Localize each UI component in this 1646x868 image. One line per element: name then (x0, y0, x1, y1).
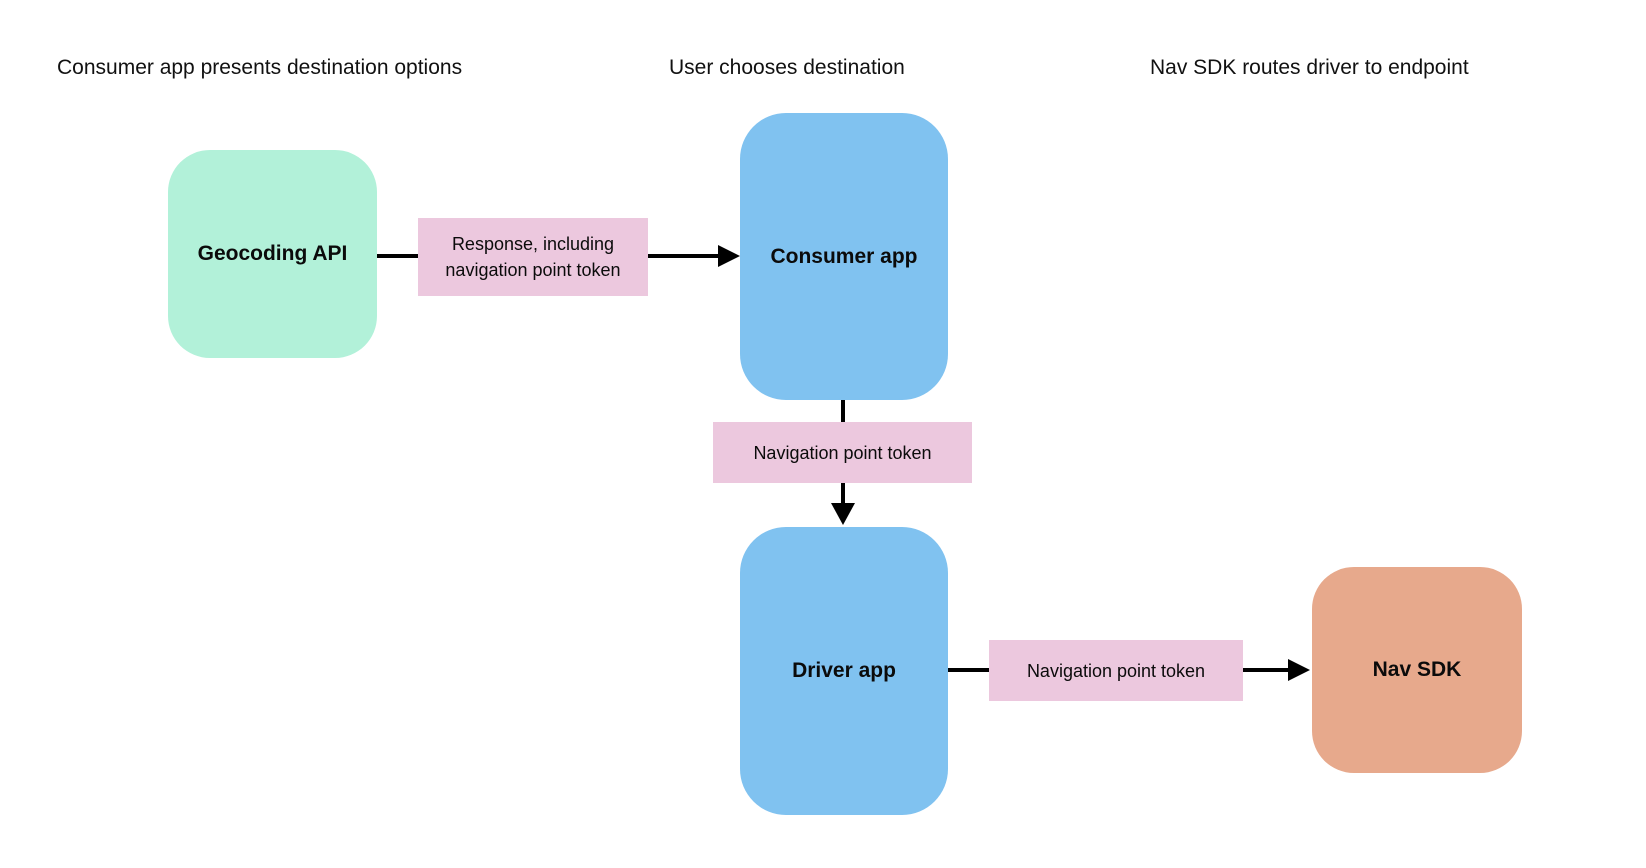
node-consumer-app-label: Consumer app (770, 244, 918, 268)
node-geocoding-api: Geocoding API (168, 150, 377, 358)
edge2-arrowhead-icon (831, 503, 855, 525)
edge3-line-end (1243, 668, 1290, 672)
edge2-line-start (841, 400, 845, 422)
node-nav-sdk-label: Nav SDK (1372, 658, 1462, 681)
edge1-label: Response, including navigation point tok… (418, 218, 648, 296)
edge2-label-text: Navigation point token (753, 442, 932, 463)
edge3-line-start (948, 668, 989, 672)
edge1-label-text: Response, including navigation point tok… (445, 234, 621, 280)
edge3-label-text: Navigation point token (1026, 660, 1206, 681)
edge1-arrowhead-icon (718, 245, 740, 267)
edge2-line-end (841, 483, 845, 505)
node-nav-sdk: Nav SDK (1312, 567, 1522, 773)
edge3-label: Navigation point token (989, 640, 1243, 701)
node-consumer-app: Consumer app (740, 113, 948, 400)
edge1-line-start (377, 254, 418, 258)
node-driver-app-label: Driver app (792, 659, 896, 682)
lane-header-consumer-presents: Consumer app presents destination option… (57, 56, 463, 79)
node-geocoding-api-label: Geocoding API (197, 242, 348, 265)
node-driver-app: Driver app (740, 527, 948, 815)
edge1-line-end (648, 254, 720, 258)
edge2-label: Navigation point token (713, 422, 972, 483)
lane-header-user-chooses: User chooses destination (669, 56, 905, 79)
lane-header-nav-sdk-routes: Nav SDK routes driver to endpoint (1150, 56, 1469, 79)
edge3-arrowhead-icon (1288, 659, 1310, 681)
